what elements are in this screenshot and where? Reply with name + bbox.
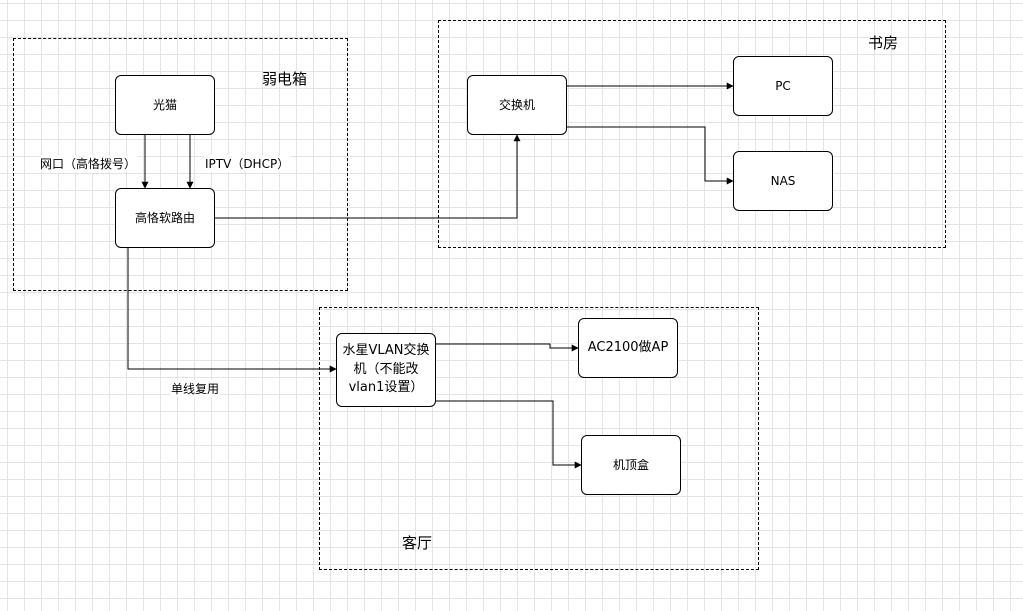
node-pc[interactable]: PC [733,56,833,116]
node-switch-label: 交换机 [498,98,535,112]
node-modem-label: 光猫 [152,98,177,112]
group-study [438,20,946,248]
node-router[interactable]: 高恪软路由 [115,188,215,248]
node-vlan-switch[interactable]: 水星VLAN交换机（不能改vlan1设置） [336,333,436,407]
edge-vlan-switch-stb [436,400,582,469]
node-stb[interactable]: 机顶盒 [581,435,681,495]
edge-router-switch [215,134,521,219]
group-label-study: 书房 [868,34,899,52]
group-label-living: 客厅 [402,534,433,552]
node-ap[interactable]: AC2100做AP [578,318,678,378]
node-switch[interactable]: 交换机 [467,75,567,135]
edge-switch-nas [567,126,734,185]
group-weak-box [13,38,348,291]
group-label-weak-box: 弱电箱 [262,70,308,88]
node-stb-label: 机顶盒 [612,458,649,472]
node-vlan-switch-label: 水星VLAN交换机（不能改vlan1设置） [342,342,430,396]
edge-label-single-line: 单线复用 [170,380,221,397]
edge-label-iptv: IPTV（DHCP） [204,155,291,172]
node-pc-label: PC [775,79,791,93]
node-nas[interactable]: NAS [733,151,833,211]
node-nas-label: NAS [770,174,796,188]
node-router-label: 高恪软路由 [134,211,195,225]
group-living [319,307,759,570]
edge-vlan-switch-ap [436,343,579,352]
node-modem[interactable]: 光猫 [115,75,215,135]
edge-router-vlan-switch [127,248,337,373]
edge-label-wan: 网口（高恪拨号） [39,155,138,172]
node-ap-label: AC2100做AP [587,340,669,356]
